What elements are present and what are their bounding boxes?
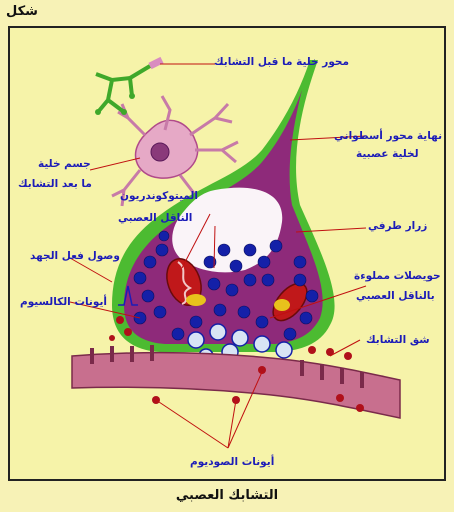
label-terminal-button: زرار طرفي <box>368 220 428 232</box>
leader-lines <box>69 63 367 449</box>
receptor-channels <box>90 345 364 388</box>
vesicles <box>133 230 319 341</box>
label-action-potential: وصول فعل الجهد <box>30 250 120 262</box>
page-title: شكل <box>6 4 38 19</box>
label-axon-terminal-line2: لخلية عصبية <box>356 148 419 160</box>
mitochondrion-icon <box>272 282 308 322</box>
mitochondrion-icon <box>166 258 206 306</box>
label-presynaptic-axon: محور خلية ما قبل التشابك <box>214 56 349 68</box>
action-potential-icon <box>118 285 138 306</box>
label-sodium-ions: أيونات الصوديوم <box>190 456 275 468</box>
label-postsynaptic-body-line1: جسم خلية <box>38 158 91 170</box>
label-axon-terminal-line1: نهاية محور أسطواني <box>334 130 443 142</box>
presynaptic-axon-icon <box>95 56 164 115</box>
label-neurotransmitter: الناقل العصبي <box>118 212 193 224</box>
label-synaptic-cleft: شق التشابك <box>366 334 430 346</box>
label-vesicles-line1: حويصلات مملوءة <box>354 270 441 282</box>
label-postsynaptic-body-line2: ما بعد التشابك <box>18 178 92 190</box>
label-vesicles-line2: بالناقل العصبي <box>356 290 435 302</box>
label-calcium-ions: أيونات الكالسيوم <box>20 296 107 308</box>
label-mitochondrion: الميتوكوندريون <box>120 190 198 202</box>
figure-caption: التشابك العصبي <box>175 488 279 503</box>
postsynaptic-membrane <box>71 351 401 419</box>
